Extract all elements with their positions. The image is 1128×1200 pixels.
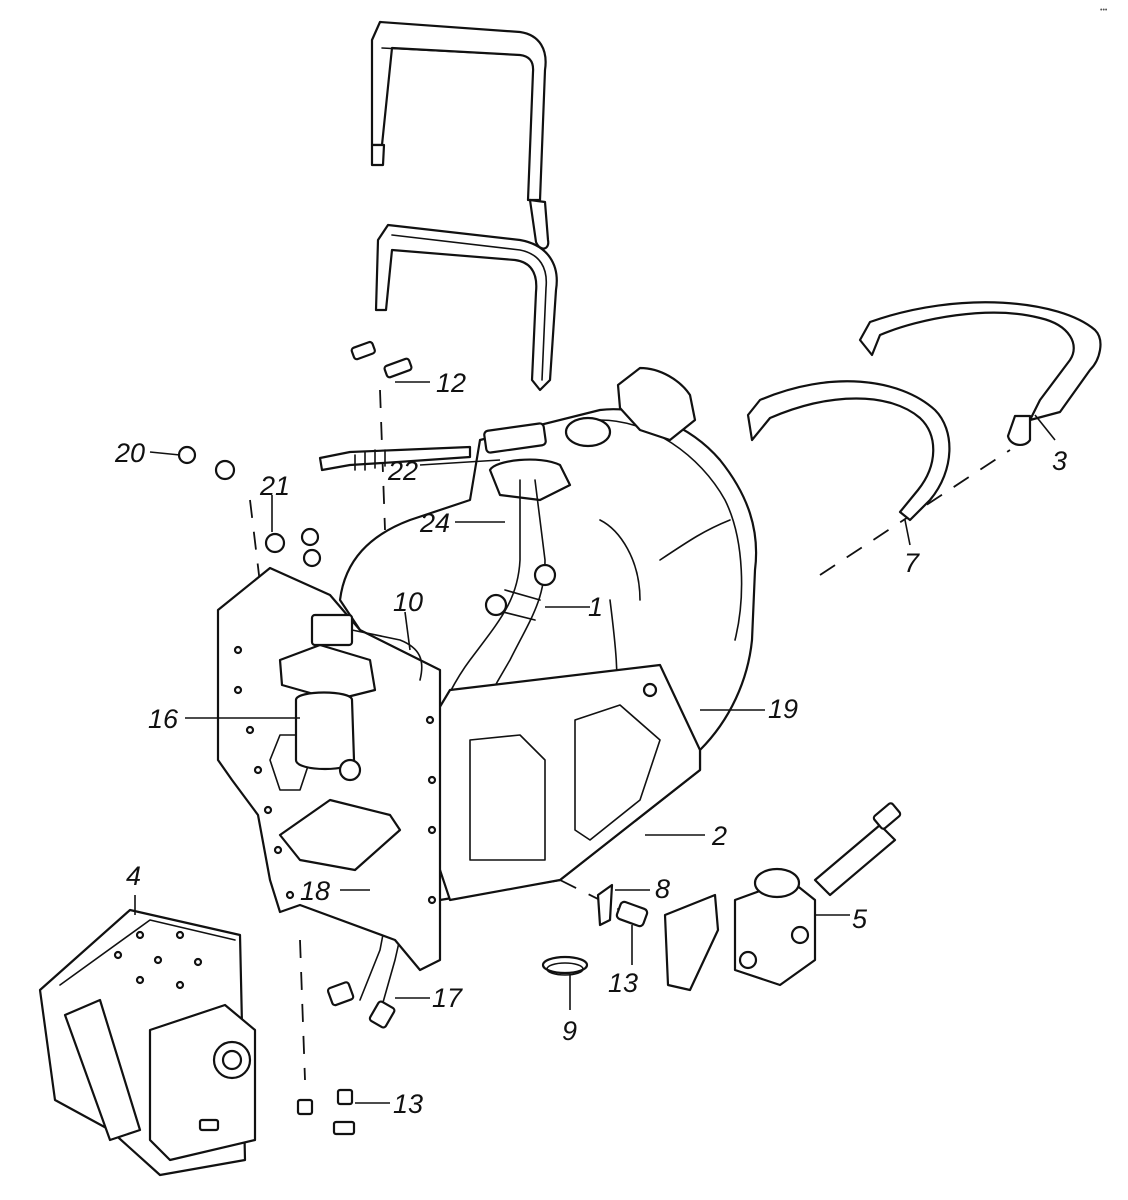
callout-13-right: 13 — [608, 968, 638, 998]
callout-7: 7 — [904, 548, 920, 578]
hose-ends-17 — [326, 981, 396, 1029]
callout-24: 24 — [419, 508, 450, 538]
callout-8: 8 — [655, 874, 670, 904]
clip-8 — [596, 883, 649, 928]
callout-1: 1 — [588, 592, 603, 622]
callout-21: 21 — [259, 471, 290, 501]
callout-4: 4 — [126, 861, 141, 891]
strap-pad-7 — [746, 380, 951, 522]
callout-22: 22 — [387, 456, 418, 486]
callout-9: 9 — [562, 1016, 577, 1046]
bolts-12 — [350, 340, 413, 379]
module-4 — [38, 908, 257, 1177]
callout-12: 12 — [436, 368, 466, 398]
callout-17: 17 — [432, 983, 463, 1013]
callout-5: 5 — [852, 904, 868, 934]
callout-19: 19 — [768, 694, 798, 724]
bracket-19 — [418, 663, 702, 902]
callout-labels: 1 2 3 4 5 7 8 9 10 12 13 13 16 17 18 19 … — [114, 368, 1067, 1119]
hose-clamp-9 — [541, 955, 589, 976]
filter-16 — [278, 613, 423, 771]
upper-strap — [370, 20, 550, 250]
long-strap-3 — [858, 301, 1102, 446]
corner-mark: ••• — [1100, 7, 1108, 14]
callout-3: 3 — [1052, 446, 1067, 476]
bolts-13 — [296, 1088, 356, 1136]
callout-20: 20 — [114, 438, 145, 468]
callout-10: 10 — [393, 587, 423, 617]
nuts-20-21 — [177, 445, 322, 568]
callout-16: 16 — [148, 704, 179, 734]
leader-lines — [134, 381, 1056, 1104]
filler-cap — [564, 366, 697, 448]
sensor-head-22 — [318, 422, 572, 502]
callout-2: 2 — [711, 821, 727, 851]
bracket-18 — [278, 758, 402, 872]
gasket-strap — [374, 223, 558, 392]
valve-5 — [663, 802, 902, 992]
callout-13-bottom: 13 — [393, 1089, 423, 1119]
callout-18: 18 — [300, 876, 330, 906]
